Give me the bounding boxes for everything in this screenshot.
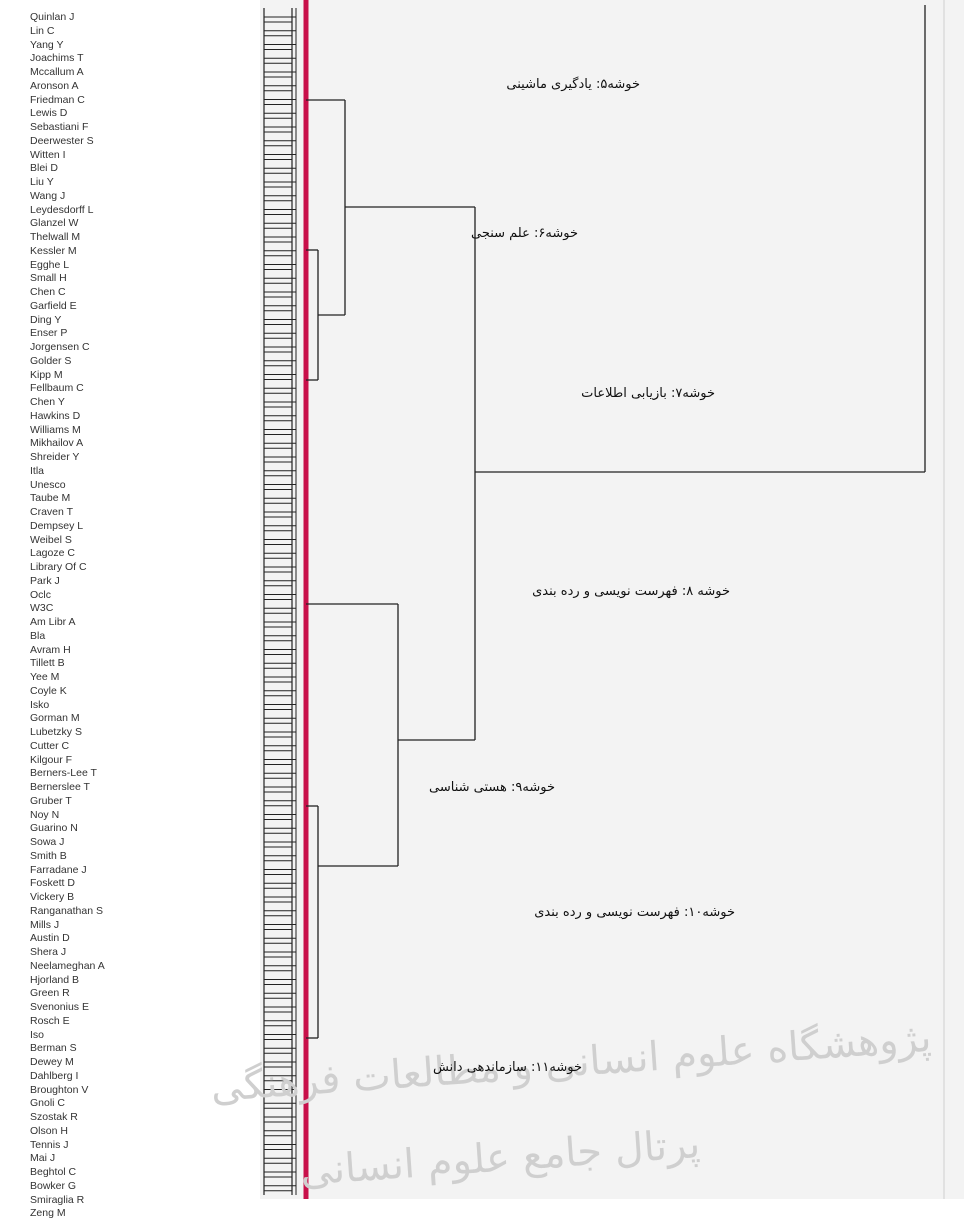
leaf-label: Lagoze C [30,547,75,560]
leaf-label: Quinlan J [30,11,75,23]
leaf-label: Zeng M [30,1207,66,1219]
leaf-label: Lewis D [30,107,68,120]
leaf-label: Green R [30,987,70,1000]
leaf-label: Isko [30,698,50,711]
leaf-label: Dahlberg I [30,1069,79,1082]
leaf-label: Dempsey L [30,519,84,532]
leaf-label: Weibel S [30,533,72,546]
leaf-label: Kipp M [30,368,63,381]
leaf-label: Coyle K [30,684,67,697]
leaf-label: Olson H [30,1124,68,1137]
leaf-label: Ding Y [30,313,62,326]
leaf-label: Dewey M [30,1056,74,1068]
leaf-label: Glanzel W [30,217,79,230]
leaf-label: Shera J [30,946,67,958]
leaf-label: Lin C [30,24,55,37]
leaf-label: Gorman M [30,712,80,725]
leaf-label: Berman S [30,1042,77,1055]
leaf-label: W3C [30,602,54,615]
leaf-label: Jorgensen C [30,341,90,353]
leaf-label: Chen Y [30,396,65,408]
leaf-label: Gnoli C [30,1097,66,1110]
leaf-label: Taube M [30,492,71,505]
leaf-label: Egghe L [30,258,70,271]
cluster-label: خوشه ۸: فهرست نویسی و رده بندی [532,584,730,599]
leaf-label: Tennis J [30,1138,69,1151]
leaf-label: Farradane J [30,863,87,876]
leaf-label: Witten I [30,148,66,161]
leaf-label: Kessler M [30,244,77,257]
leaf-label: Park J [30,574,60,587]
leaf-label: Garfield E [30,299,77,312]
cluster-label: خوشه۷: بازیابی اطلاعات [581,386,715,401]
leaf-label: Avram H [30,643,71,656]
leaf-label: Neelameghan A [30,959,105,972]
leaf-label: Golder S [30,354,72,367]
leaf-label: Cutter C [30,739,70,752]
leaf-label: Fellbaum C [30,382,84,395]
leaf-label: Gruber T [30,794,72,807]
leaf-label: Mai J [30,1152,56,1165]
leaf-label: Mccallum A [30,66,84,78]
leaf-label: Deerwester S [30,134,94,147]
leaf-label: Aronson A [30,79,79,92]
cluster-label: خوشه۶: علم سنجی [470,226,578,241]
leaf-label: Smith B [30,849,67,862]
leaf-label: Bernerslee T [30,781,90,793]
leaf-label: Oclc [30,588,51,601]
leaf-label: Bla [30,629,46,642]
cluster-label: خوشه۹: هستی شناسی [429,780,555,795]
leaf-label: Small H [30,272,67,285]
leaf-label: Wang J [30,189,66,202]
leaf-label: Beghtol C [30,1166,77,1178]
leaf-label: Yee M [30,671,60,683]
leaf-label: Craven T [30,506,73,518]
leaf-label: Ranganathan S [30,904,103,917]
leaf-label: Blei D [30,162,59,175]
leaf-label: Austin D [30,932,70,945]
leaf-label: Hawkins D [30,409,81,422]
leaf-label: Thelwall M [30,231,81,243]
leaf-label: Shreider Y [30,451,80,463]
leaf-label: Noy N [30,808,60,821]
leaf-label: Leydesdorff L [30,203,94,216]
leaf-label: Enser P [30,327,68,340]
leaf-label: Chen C [30,286,66,298]
leaf-label: Library Of C [30,561,87,573]
leaf-label: Williams M [30,423,81,436]
leaf-label: Szostak R [30,1111,78,1123]
leaf-label: Mikhailov A [30,437,84,450]
leaf-label: Am Libr A [30,616,76,628]
leaf-label: Rosch E [30,1014,70,1027]
leaf-label: Lubetzky S [30,726,82,738]
leaf-label: Sebastiani F [30,121,89,133]
leaf-label: Svenonius E [30,1001,89,1013]
leaf-label: Unesco [30,478,66,491]
leaf-label: Mills J [30,918,60,931]
leaf-label: Hjorland B [30,973,80,986]
leaf-label: Guarino N [30,822,78,835]
cluster-label: خوشه۱۱: سازماندهی دانش [432,1060,582,1075]
leaf-label: Foskett D [30,877,75,890]
cluster-label: خوشه۵: یادگیری ماشینی [506,77,640,92]
leaf-label: Berners-Lee T [30,767,97,780]
leaf-label: Bowker G [30,1179,77,1192]
leaf-label: Broughton V [30,1083,89,1096]
leaf-label: Sowa J [30,836,65,848]
leaf-label: Vickery B [30,891,75,903]
leaf-label: Itla [30,464,45,477]
leaf-label: Iso [30,1028,45,1041]
leaf-label: Yang Y [30,38,64,51]
leaf-label: Kilgour F [30,753,73,766]
leaf-label: Joachims T [30,52,84,65]
leaf-label: Tillett B [30,657,65,670]
cluster-label: خوشه۱۰: فهرست نویسی و رده بندی [534,905,735,920]
dendrogram-panel [260,0,964,1199]
leaf-label: Friedman C [30,93,85,106]
leaf-label: Liu Y [30,176,54,188]
